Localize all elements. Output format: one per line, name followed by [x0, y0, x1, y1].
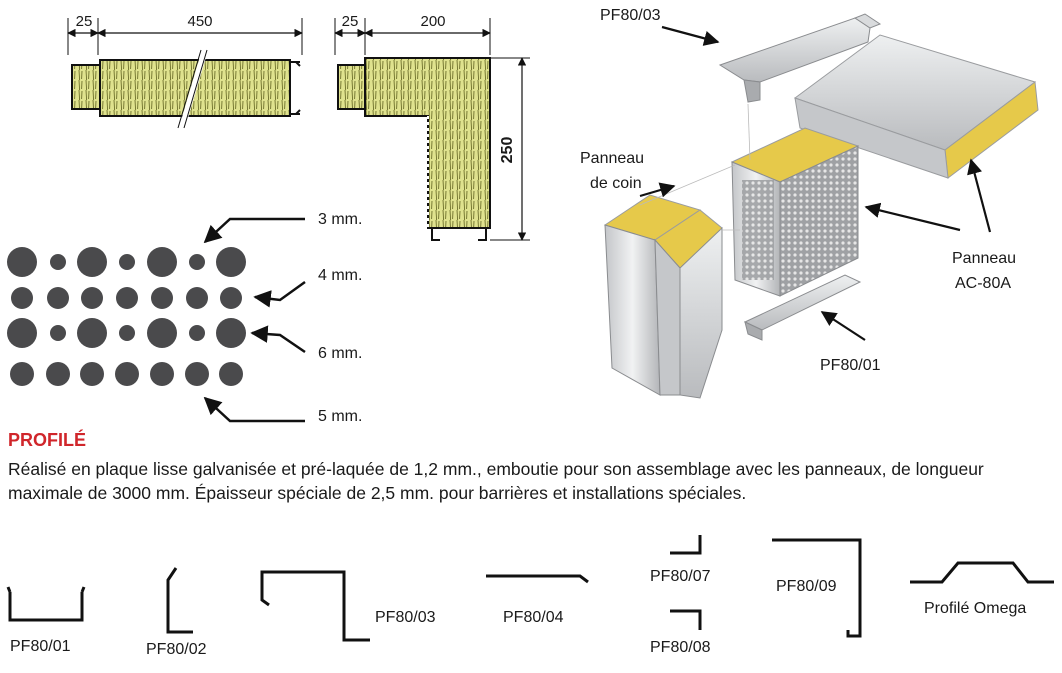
perforation-hole: [219, 362, 243, 386]
perforation-hole: [216, 318, 246, 348]
exploded-assembly: PF80/03 Panneau de coin Panneau AC-80A P…: [580, 7, 1039, 399]
perforation-hole: [119, 325, 135, 341]
dim-250: 250: [499, 137, 516, 164]
perforation-hole: [7, 247, 37, 277]
perforation-hole: [189, 254, 205, 270]
perforation-hole: [189, 325, 205, 341]
corner-panel-drawing: 25 200 250: [334, 13, 530, 241]
dim-450: 450: [187, 13, 212, 30]
label-pf80-03: PF80/03: [375, 609, 436, 626]
label-omega: Profilé Omega: [924, 600, 1026, 617]
profile-pf80-07: [670, 535, 702, 555]
perforation-hole: [116, 287, 138, 309]
perforation-hole: [186, 287, 208, 309]
profile-pf80-01-3d: [743, 274, 862, 341]
profile-pf80-03-3d: [718, 13, 882, 103]
perforation-hole: [77, 247, 107, 277]
label-pf80-03-3d: PF80/03: [600, 7, 661, 24]
perforation-hole: [216, 247, 246, 277]
section-title: PROFILÉ: [8, 430, 87, 450]
profile-omega: [910, 561, 1054, 584]
perforation-hole: [11, 287, 33, 309]
label-pf80-09: PF80/09: [776, 578, 837, 595]
label-panneau-ac-1: Panneau: [952, 250, 1016, 267]
perforation-hole: [77, 318, 107, 348]
label-pf80-04: PF80/04: [503, 609, 564, 626]
profile-pf80-04: [486, 574, 589, 584]
label-panneau-coin-2: de coin: [590, 175, 642, 192]
perforation-pattern: [7, 247, 246, 386]
perforation-hole: [80, 362, 104, 386]
label-panneau-ac-2: AC-80A: [955, 275, 1011, 292]
perforation-hole: [50, 254, 66, 270]
profile-pf80-08: [670, 609, 702, 630]
label-pf80-02: PF80/02: [146, 641, 207, 658]
label-pf80-07: PF80/07: [650, 568, 711, 585]
perforation-hole: [115, 362, 139, 386]
perforation-hole: [151, 287, 173, 309]
perforation-hole: [10, 362, 34, 386]
perforation-hole: [81, 287, 103, 309]
perf-label-5mm: 5 mm.: [318, 408, 362, 425]
perforation-hole: [185, 362, 209, 386]
straight-panel-drawing: 25 450: [67, 13, 303, 129]
perforation-hole: [150, 362, 174, 386]
label-panneau-coin-1: Panneau: [580, 150, 644, 167]
perf-label-6mm: 6 mm.: [318, 345, 362, 362]
panel-corner-3d: [603, 194, 723, 399]
perforation-hole: [220, 287, 242, 309]
perforation-hole: [50, 325, 66, 341]
perforation-hole: [47, 287, 69, 309]
perforation-hole: [147, 247, 177, 277]
dim-200: 200: [420, 13, 445, 30]
dim-25-b: 25: [342, 13, 359, 30]
section-description: Réalisé en plaque lisse galvanisée et pr…: [8, 459, 984, 503]
label-pf80-01: PF80/01: [10, 638, 71, 655]
perforation-hole: [119, 254, 135, 270]
profile-pf80-01: [6, 586, 86, 622]
perf-label-4mm: 4 mm.: [318, 267, 362, 284]
panel-ac-80a-3d: [793, 34, 1039, 179]
panel-perforated-3d: [730, 127, 860, 297]
profile-pf80-09: [772, 538, 862, 638]
perf-label-3mm: 3 mm.: [318, 211, 362, 228]
label-pf80-08: PF80/08: [650, 639, 711, 656]
profile-sections: [6, 535, 1054, 642]
profile-pf80-02: [166, 567, 193, 634]
perforation-callouts: 3 mm. 4 mm. 6 mm. 5 mm.: [203, 211, 362, 425]
perforation-hole: [147, 318, 177, 348]
dim-25-a: 25: [76, 13, 93, 30]
profile-pf80-03: [260, 570, 370, 642]
perforation-hole: [46, 362, 70, 386]
profile-labels: PF80/01 PF80/02 PF80/03 PF80/04 PF80/07 …: [10, 568, 1026, 658]
perforation-hole: [7, 318, 37, 348]
label-pf80-01-3d: PF80/01: [820, 357, 881, 374]
